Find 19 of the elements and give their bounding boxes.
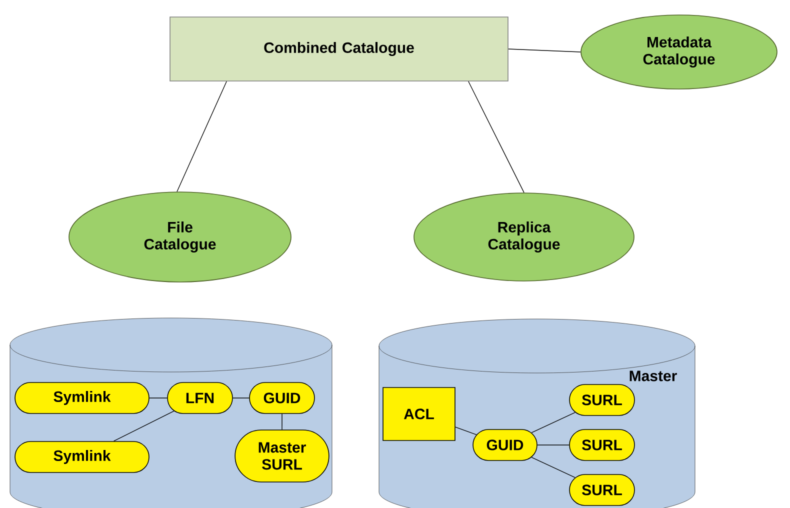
entry-pill: SURL [569, 384, 635, 416]
entry-pill: SURL [569, 474, 635, 506]
connector-line [508, 48, 581, 52]
connector-line [531, 412, 576, 434]
entry-pill: GUID [249, 382, 315, 414]
connector-line [537, 444, 570, 446]
connector-line [176, 81, 227, 192]
entry-pill: GUID [472, 429, 538, 461]
connector-line [455, 426, 477, 436]
entry-pill: SURL [569, 429, 635, 461]
text-label: Master [630, 370, 677, 382]
connector-line [113, 410, 174, 442]
connector-line [468, 81, 524, 193]
catalogue-box: Combined Catalogue [170, 16, 508, 82]
entry-pill: LFN [167, 382, 233, 414]
connector-line [531, 456, 576, 478]
entry-box: ACL [382, 387, 456, 441]
entry-pill: Symlink [14, 441, 150, 473]
entry-pill: Symlink [14, 382, 150, 414]
